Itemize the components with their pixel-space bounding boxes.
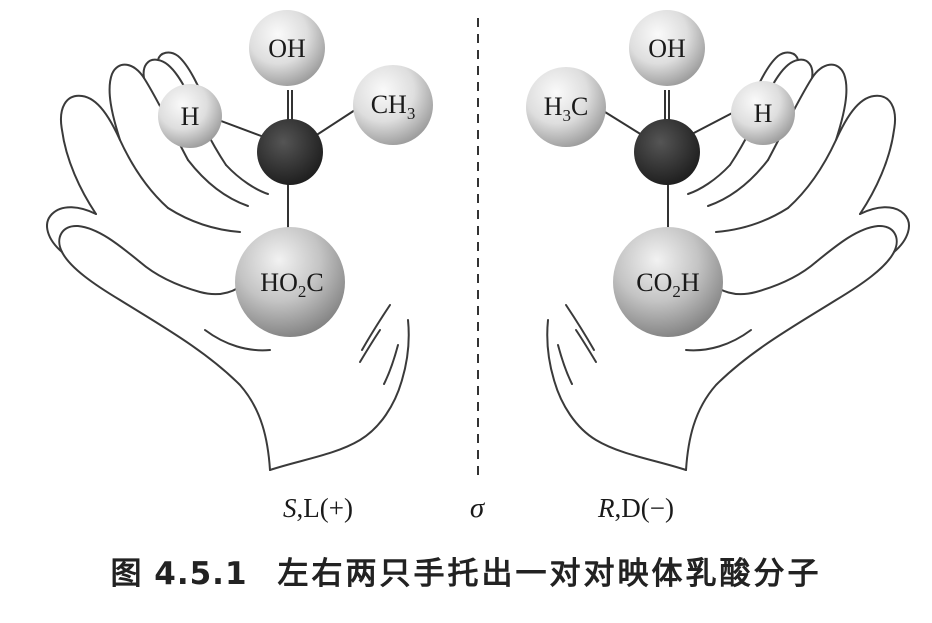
left-group-top: OH [268, 34, 306, 63]
right-carbon-atom [634, 119, 700, 185]
right-group-right: H [754, 99, 773, 128]
left-top-sphere [249, 10, 325, 86]
left-group-left: H [181, 102, 200, 131]
left-molecule: OH H CH3 HO2C [158, 10, 433, 337]
left-group-bottom: HO2C [260, 268, 323, 301]
right-molecule: OH H3C H CO2H [526, 10, 795, 337]
right-config-label: R,D(−) [597, 493, 674, 523]
left-carbon-atom [257, 119, 323, 185]
right-bottom-sphere [613, 227, 723, 337]
left-right-sphere [353, 65, 433, 145]
left-bottom-sphere [235, 227, 345, 337]
left-group-right: CH3 [371, 90, 416, 123]
right-group-bottom: CO2H [636, 268, 700, 301]
right-group-top: OH [648, 34, 686, 63]
figure-caption: 图 4.5.1 左右两只手托出一对对映体乳酸分子 [0, 548, 932, 598]
left-config-label: S,L(+) [283, 493, 353, 523]
right-top-sphere [629, 10, 705, 86]
right-group-left: H3C [544, 92, 589, 125]
right-left-sphere [526, 67, 606, 147]
left-left-sphere [158, 84, 222, 148]
right-right-sphere [731, 81, 795, 145]
figure-caption-text: 左右两只手托出一对对映体乳酸分子 [277, 556, 822, 592]
mirror-symbol: σ [470, 492, 486, 524]
figure-number: 图 4.5.1 [110, 556, 248, 592]
